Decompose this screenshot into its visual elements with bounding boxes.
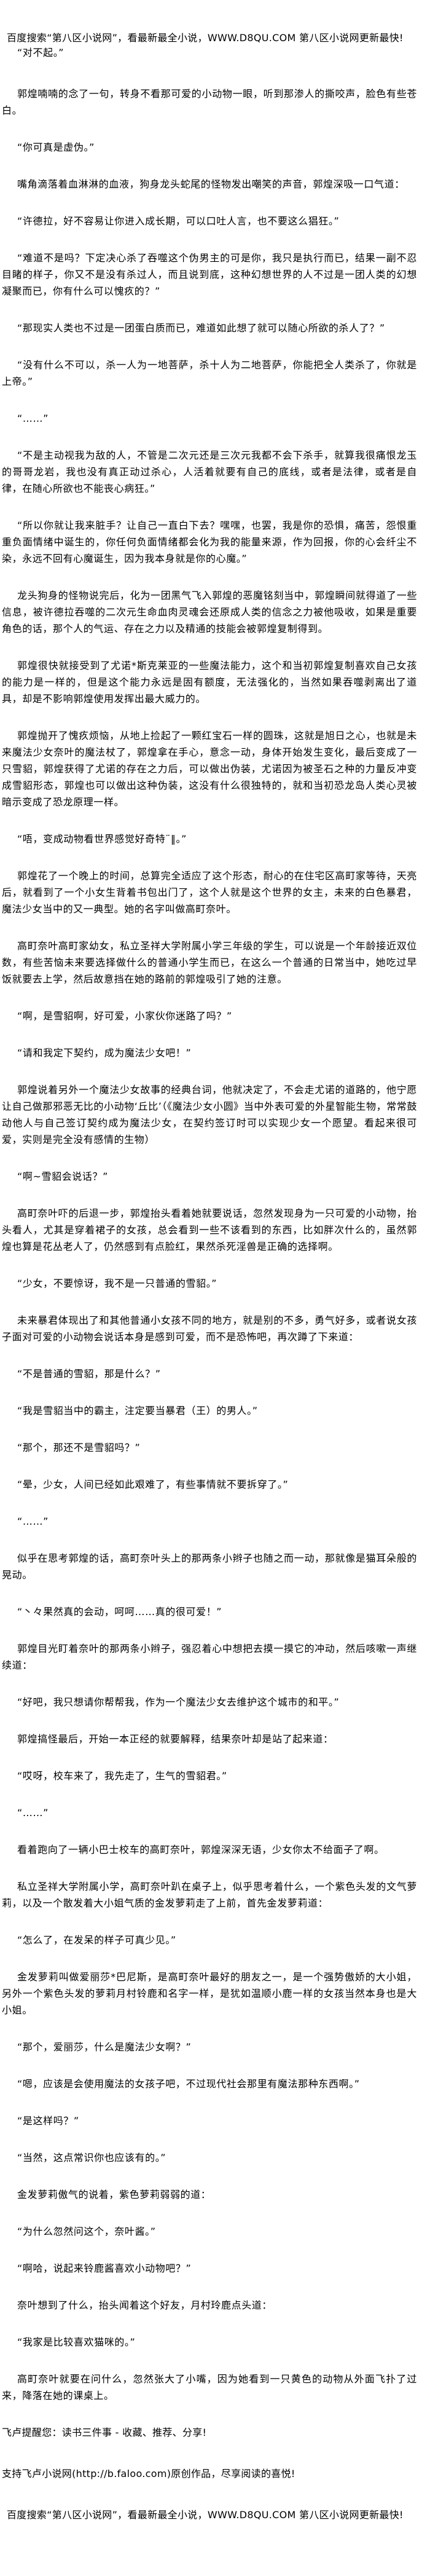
story-paragraph: “……”	[17, 1807, 49, 1819]
story-paragraph: “所以你就让我来脏手？让自己一直白下去？嘿嘿，也罢，我是你的恐惧，痛苦，怨恨重重…	[2, 520, 417, 564]
story-paragraph: “丶々果然真的会动，呵呵……真的很可爱！”	[17, 1606, 222, 1618]
story-paragraph: “为什么忽然问这个，奈叶酱。”	[17, 2226, 156, 2237]
story-paragraph: “你可真是虚伪。”	[17, 141, 95, 153]
story-paragraph: “啊~雪貂会说话？”	[17, 1171, 108, 1182]
story-paragraph: “那个，爱丽莎，什么是魔法少女啊？”	[17, 2041, 192, 2053]
story-paragraph: 高町奈叶吓的后退一步，郭煌抬头看着她就要说话，忽然发现身为一只可爱的小动物，抬头…	[2, 1207, 417, 1252]
story-paragraph: “啊，是雪貂啊，好可爱，小家伙你迷路了吗？”	[17, 1010, 232, 1022]
faloo-reminder: 飞卢提醒您：读书三件事 - 收藏、推荐、分享!	[2, 2427, 207, 2438]
story-paragraph: 郭煌抛开了愧疚烦恼，从地上捡起了一颗红宝石一样的圆珠，这就是旭日之心，也就是未来…	[2, 730, 417, 808]
story-paragraph: “许德拉，好不容易让你进入成长期，可以口吐人言，也不要这么猖狂。”	[17, 215, 340, 227]
story-paragraph: “那个，那还不是雪貂吗？”	[17, 1442, 141, 1453]
chapter-body: “对不起。” 郭煌喃喃的念了一句，转身不看那可爱的小动物一眼，听到那渗人的撕咬声，…	[2, 44, 417, 2404]
story-paragraph: 龙头狗身的怪物说完后，化为一团黑气飞入郭煌的恶魔铭刻当中，郭煌瞬间就得道了一些信…	[2, 590, 417, 634]
story-paragraph: 金发萝莉叫做爱丽莎*巴尼斯，是高町奈叶最好的朋友之一，是一个强势傲娇的大小姐，另…	[2, 1971, 417, 2016]
story-paragraph: 看着跑向了一辆小巴士校车的高町奈叶，郭煌深深无语，少女你太不给面子了啊。	[17, 1844, 385, 1855]
site-banner-bottom: 百度搜索“第八区小说网”，看最新最全小说，WWW.D8QU.COM 第八区小说网…	[7, 2509, 404, 2521]
story-paragraph: 奈叶想到了什么，抬头闻着这个好友，月村玲鹿点头道：	[17, 2299, 273, 2311]
story-paragraph: “怎么了，在发呆的样子可真少见。”	[17, 1934, 176, 1946]
story-paragraph: “对不起。”	[17, 47, 64, 58]
story-paragraph: “嗯，应该是会使用魔法的女孩子吧，不过现代社会那里有魔法那种东西啊。”	[17, 2078, 360, 2090]
story-paragraph: 郭煌说着另外一个魔法少女故事的经典台词，他就决定了，不会走尤诺的道路的，他宁愿让…	[2, 1084, 417, 1145]
story-paragraph: “是这样吗？”	[17, 2115, 79, 2127]
story-paragraph: “好吧，我只想请你帮帮我，作为一个魔法少女去维护这个城市的和平。”	[17, 1696, 340, 1708]
story-paragraph: “晕，少女，人间已经如此艰难了，有些事情就不要拆穿了。”	[17, 1479, 289, 1490]
story-paragraph: 郭煌搞怪最后，开始一本正经的就要解释，结果奈叶却是站了起来道：	[17, 1733, 334, 1745]
story-paragraph: 私立圣祥大学附属小学，高町奈叶趴在桌子上，似乎思考着什么，一个紫色头发的文气萝莉…	[2, 1881, 417, 1909]
story-paragraph: “我家是比较喜欢猫咪的。”	[17, 2336, 136, 2348]
story-paragraph: 郭煌喃喃的念了一句，转身不看那可爱的小动物一眼，听到那渗人的撕咬声，脸色有些苍白…	[2, 88, 417, 116]
site-banner-top: 百度搜索“第八区小说网”，看最新最全小说，WWW.D8QU.COM 第八区小说网…	[7, 32, 404, 44]
story-paragraph: “不是普通的雪貂，那是什么？”	[17, 1368, 161, 1380]
story-paragraph: “……”	[17, 413, 49, 424]
story-paragraph: 高町奈叶高町家幼女，私立圣祥大学附属小学三年级的学生，可以说是一个年龄接近双位数…	[2, 940, 417, 985]
story-paragraph: “那现实人类也不过是一团蛋白质而已，难道如此想了就可以随心所欲的杀人了？”	[17, 322, 385, 334]
story-paragraph: “少女，不要惊讶，我不是一只普通的雪貂。”	[17, 1278, 217, 1289]
story-paragraph: “啊哈，说起来铃鹿酱喜欢小动物吧？”	[17, 2262, 192, 2274]
story-paragraph: “难道不是吗？下定决心杀了吞噬这个伪男主的可是你，我只是执行而已，结果一副不忍目…	[2, 252, 417, 297]
story-paragraph: 嘴角滴落着血淋淋的血液，狗身龙头蛇尾的怪物发出嘲笑的声音，郭煌深吸一口气道：	[17, 178, 405, 190]
story-paragraph: 郭煌花了一个晚上的时间，总算完全适应了这个形态，耐心的在住宅区高町家等待，天亮后…	[2, 870, 417, 915]
story-paragraph: “哎呀，校车来了，我先走了，生气的雪貂君。”	[17, 1770, 227, 1782]
story-paragraph: 金发萝莉傲气的说着，紫色萝莉弱弱的道：	[17, 2189, 211, 2200]
story-paragraph: 未来暴君体现出了和其他普通小女孩不同的地方，就是别的不多，勇气好多，或者说女孩子…	[2, 1314, 417, 1343]
story-paragraph: “当然，这点常识你也应该有的。”	[17, 2152, 166, 2163]
story-paragraph: “不是主动视我为敌的人，不管是二次元还是三次元我都不会下杀手，就算我很痛恨龙玉的…	[2, 449, 417, 494]
story-paragraph: “……”	[17, 1515, 49, 1527]
story-paragraph: “没有什么不可以，杀一人为一地菩萨，杀十人为二地菩萨，你能把全人类杀了，你就是上…	[2, 359, 417, 387]
story-paragraph: “请和我定下契约，成为魔法少女吧！”	[17, 1047, 192, 1059]
story-paragraph: 似乎在思考郭煌的话，高町奈叶头上的那两条小辫子也随之而一动，那就像是猫耳朵般的晃…	[2, 1552, 417, 1581]
faloo-support-note: 支持飞卢小说网(http://b.faloo.com)原创作品，尽享阅读的喜悦!	[2, 2468, 295, 2479]
story-paragraph: “唔，变成动物看世界感觉好奇特¨‖。”	[17, 833, 187, 845]
story-paragraph: 郭煌很快就接受到了尤诺*斯克莱亚的一些魔法能力，这个和当初郭煌复制喜欢自己女孩的…	[2, 660, 417, 705]
story-paragraph: 郭煌目光盯着奈叶的那两条小辫子，强忍着心中想把去摸一摸它的冲动，然后咳嗽一声继续…	[2, 1643, 417, 1671]
story-paragraph: 高町奈叶就要在问什么，忽然张大了小嘴，因为她看到一只黄色的动物从外面飞扑了过来，…	[2, 2373, 417, 2401]
story-paragraph: “我是雪貂当中的霸主，注定要当暴君（王）的男人。”	[17, 1405, 258, 1416]
chapter-page: 百度搜索“第八区小说网”，看最新最全小说，WWW.D8QU.COM 第八区小说网…	[2, 32, 417, 2521]
